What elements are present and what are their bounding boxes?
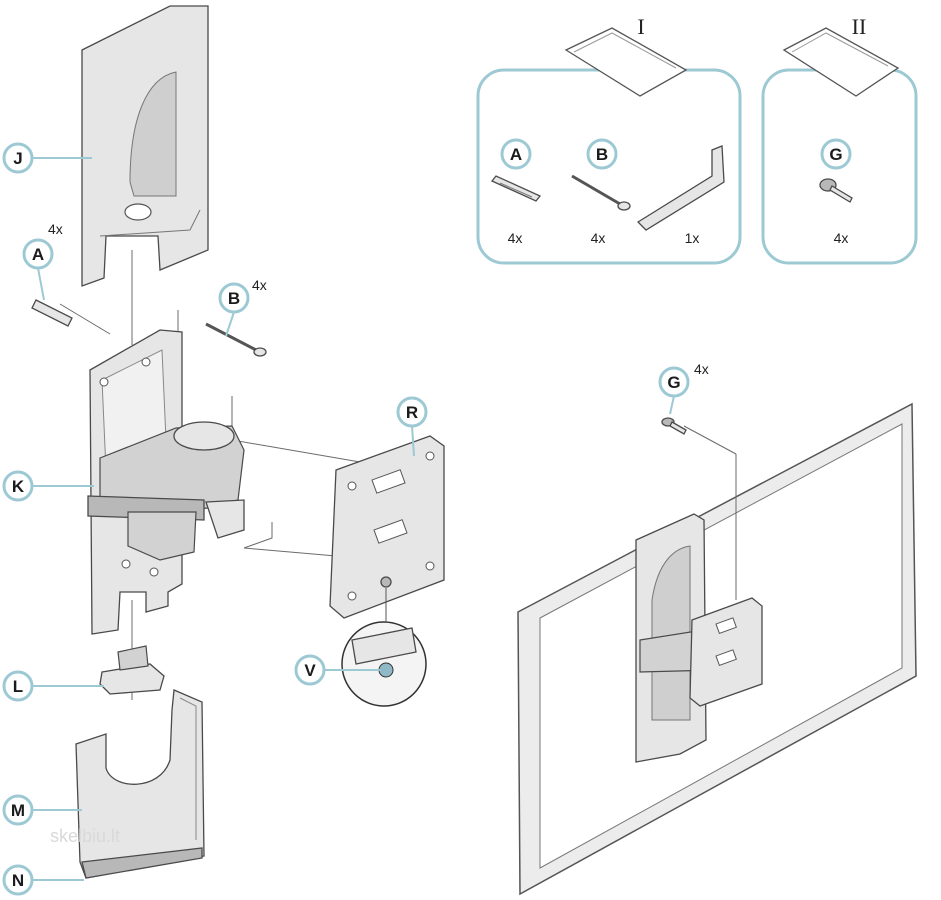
- callout-j: J: [2, 142, 34, 174]
- qty-a: 4x: [48, 221, 63, 237]
- kit-box-i: I A 4x B 4x 1x: [476, 14, 742, 265]
- svg-text:L: L: [13, 677, 23, 696]
- kit-box-ii: II G 4x: [761, 14, 918, 265]
- kit-i-qty-b: 4x: [591, 230, 606, 246]
- svg-text:V: V: [304, 661, 316, 680]
- kit-i-qty-a: 4x: [508, 230, 523, 246]
- kit-ii-title: II: [852, 14, 867, 39]
- callout-n: N: [2, 864, 34, 896]
- kit-i-title: I: [637, 14, 644, 39]
- guide-line: [59, 303, 111, 335]
- callout-v: V: [294, 654, 326, 686]
- callout-m: M: [2, 794, 34, 826]
- kit-i-callout-b: B: [586, 138, 618, 170]
- watermark: skelbiu.lt: [50, 826, 120, 846]
- guide-line: [683, 425, 737, 455]
- callout-r: R: [396, 396, 428, 428]
- wood-screw-icon: [571, 174, 631, 211]
- callout-l: L: [2, 670, 34, 702]
- svg-text:B: B: [228, 289, 240, 308]
- kit-i-callout-a: A: [500, 138, 532, 170]
- svg-text:N: N: [12, 871, 24, 890]
- svg-text:M: M: [11, 801, 25, 820]
- set-screw-detail-v: [341, 588, 427, 707]
- svg-text:J: J: [13, 149, 22, 168]
- guide-line: [231, 396, 361, 463]
- hex-key-icon: [636, 145, 725, 231]
- wall-anchor-a: [31, 299, 73, 327]
- callout-b: B: [218, 282, 250, 314]
- qty-g: 4x: [694, 361, 709, 377]
- svg-text:A: A: [510, 145, 522, 164]
- guide-line: [243, 522, 337, 557]
- swing-arm: [87, 421, 245, 561]
- svg-text:R: R: [406, 403, 418, 422]
- hardware-bag-icon: [782, 27, 900, 97]
- assembled-mount: [635, 513, 763, 763]
- wall-anchor-icon: [490, 175, 542, 202]
- hardware-bag-icon: [564, 27, 688, 97]
- qty-b: 4x: [252, 277, 267, 293]
- wood-screw-b: [205, 322, 267, 357]
- kit-ii-qty-g: 4x: [834, 230, 849, 246]
- bottom-cover-m: [75, 689, 205, 879]
- svg-text:A: A: [32, 245, 44, 264]
- machine-screw-g: [661, 417, 687, 435]
- kit-ii-callout-g: G: [820, 138, 852, 170]
- callout-a: A: [22, 238, 54, 270]
- svg-text:G: G: [667, 373, 680, 392]
- clip-l: [99, 645, 165, 695]
- machine-screw-icon: [819, 178, 853, 203]
- callout-g: G: [658, 366, 690, 398]
- svg-text:K: K: [12, 477, 25, 496]
- svg-text:G: G: [829, 145, 842, 164]
- kit-i-qty-key: 1x: [685, 230, 700, 246]
- callout-k: K: [2, 470, 34, 502]
- vesa-plate-r: [329, 435, 445, 619]
- svg-text:B: B: [596, 145, 608, 164]
- top-cover-j: [81, 5, 209, 287]
